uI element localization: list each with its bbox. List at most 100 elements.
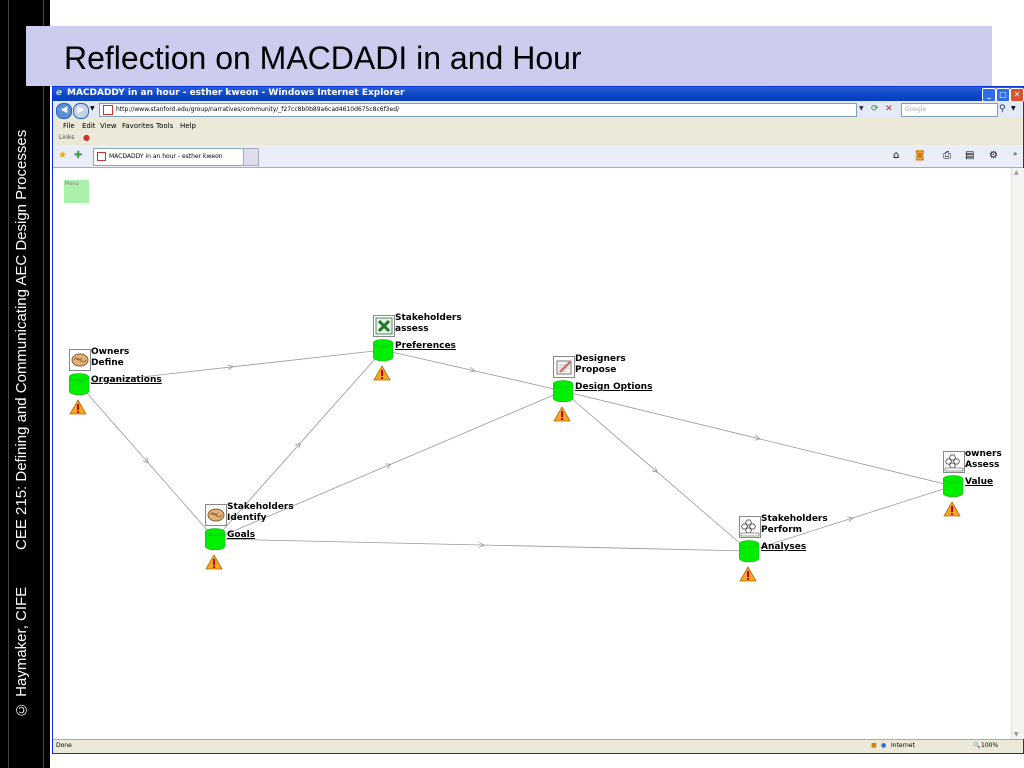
history-dropdown-icon[interactable]: ▼	[90, 105, 95, 112]
edge-arrow-icon	[651, 466, 659, 473]
address-dropdown-icon[interactable]: ▼	[859, 105, 864, 112]
edge-design-options-to-value	[562, 390, 954, 487]
warning-icon[interactable]	[739, 566, 757, 582]
node-actor-label: Designers	[575, 354, 626, 364]
node-actor-label: Stakeholders	[395, 313, 462, 323]
database-cylinder-icon[interactable]	[205, 528, 225, 550]
favorites-star-icon[interactable]: ★	[58, 150, 67, 161]
warning-icon[interactable]	[373, 365, 391, 381]
new-tab-button[interactable]	[243, 148, 259, 166]
database-cylinder-icon[interactable]	[373, 339, 393, 361]
edge-arrow-icon	[385, 463, 392, 469]
status-bar: Done ■ ● Internet 🔍 100%	[53, 739, 1023, 753]
search-icon[interactable]: ⚲	[999, 104, 1006, 114]
print-icon[interactable]: ⎙	[943, 150, 951, 161]
zoom-icon: 🔍	[973, 742, 981, 749]
node-link-goals[interactable]: Goals	[227, 530, 256, 540]
page-menu-button[interactable]: Menu	[64, 180, 89, 203]
edge-arrow-icon	[142, 457, 149, 464]
brain-icon[interactable]	[205, 504, 227, 526]
links-favicon-icon[interactable]: ●	[83, 133, 90, 142]
brain-icon[interactable]	[69, 349, 91, 371]
maximize-button[interactable]: □	[996, 88, 1010, 102]
warning-icon[interactable]	[205, 554, 223, 570]
node-link-analyses[interactable]: Analyses	[761, 542, 807, 552]
slide-sidebar: CEE 215: Defining and Communicating AEC …	[0, 0, 50, 768]
menu-file[interactable]: File	[63, 122, 75, 130]
edge-preferences-to-design-options	[382, 349, 564, 392]
close-button[interactable]: ✕	[1010, 88, 1024, 102]
scroll-down-icon[interactable]: ▼	[1014, 731, 1019, 738]
course-title-vertical: CEE 215: Defining and Communicating AEC …	[13, 129, 30, 550]
page-menu-icon[interactable]: ▤	[965, 150, 975, 161]
zoom-level[interactable]: 100%	[981, 742, 999, 749]
edge-arrow-icon	[469, 367, 476, 373]
window-title: MACDADDY in an hour - esther kweon - Win…	[67, 88, 405, 98]
database-cylinder-icon[interactable]	[69, 373, 89, 395]
edge-arrow-icon	[847, 516, 854, 523]
edge-arrow-icon	[227, 364, 234, 371]
slide-title: Reflection on MACDADI in and Hour	[64, 40, 582, 76]
links-label[interactable]: Links	[59, 134, 75, 141]
status-text: Done	[56, 742, 72, 749]
credit-vertical: © Haymaker, CIFE	[13, 586, 30, 718]
node-action-label: assess	[395, 324, 429, 334]
home-icon[interactable]: ⌂	[893, 150, 900, 161]
node-actor-label: owners	[965, 449, 1002, 459]
node-action-label: Propose	[575, 365, 617, 375]
toolbar-overflow-icon[interactable]: »	[1013, 150, 1018, 158]
address-url: http://www.stanford.edu/group/narratives…	[116, 106, 400, 113]
menu-favorites[interactable]: Favorites	[122, 122, 154, 130]
warning-icon[interactable]	[69, 399, 87, 415]
node-actor-label: Stakeholders	[761, 514, 828, 524]
menu-tools[interactable]: Tools	[156, 122, 174, 130]
address-input[interactable]: http://www.stanford.edu/group/narratives…	[99, 103, 857, 117]
warning-icon[interactable]	[553, 406, 571, 422]
forward-button[interactable]: ▶	[73, 103, 89, 119]
back-button[interactable]: ◀	[56, 103, 72, 119]
tools-menu-icon[interactable]: ⚙	[989, 150, 998, 161]
minimize-button[interactable]: _	[982, 88, 996, 102]
database-cylinder-icon[interactable]	[739, 540, 759, 562]
page-favicon-icon	[103, 104, 113, 115]
search-input[interactable]: Google	[901, 103, 998, 117]
edge-arrow-icon	[754, 435, 761, 441]
address-bar-row: ◀ ▶ ▼ http://www.stanford.edu/group/narr…	[53, 101, 1023, 119]
vertical-scrollbar[interactable]: ▲ ▼	[1011, 168, 1024, 739]
node-action-label: Assess	[965, 460, 1000, 470]
menu-view[interactable]: View	[100, 122, 117, 130]
tab-title: MACDADDY in an hour - esther kweon	[109, 153, 223, 160]
warning-icon[interactable]	[943, 501, 961, 517]
spreadsheet-icon[interactable]	[373, 315, 395, 337]
scroll-up-icon[interactable]: ▲	[1014, 169, 1019, 176]
add-favorite-icon[interactable]: ✚	[74, 150, 83, 161]
tab-favicon-icon	[97, 152, 106, 161]
database-cylinder-icon[interactable]	[553, 380, 573, 402]
stop-icon[interactable]: ✕	[885, 104, 893, 114]
menu-help[interactable]: Help	[180, 122, 196, 130]
edge-goals-to-analyses	[214, 538, 750, 552]
macdadi-network-icon[interactable]	[739, 516, 761, 538]
node-link-organizations[interactable]: Organizations	[91, 375, 162, 385]
slide-title-band	[26, 26, 992, 86]
favorites-tab-bar: ★ ✚ MACDADDY in an hour - esther kweon ⌂…	[53, 145, 1023, 168]
node-actor-label: Stakeholders	[227, 502, 294, 512]
node-link-preferences[interactable]: Preferences	[395, 341, 456, 351]
refresh-icon[interactable]: ⟳	[871, 104, 879, 114]
database-cylinder-icon[interactable]	[943, 475, 963, 497]
search-options-icon[interactable]: ▼	[1011, 105, 1016, 112]
node-link-design-options[interactable]: Design Options	[575, 382, 653, 392]
feeds-icon[interactable]: ◙	[915, 150, 925, 161]
menu-edit[interactable]: Edit	[82, 122, 96, 130]
process-diagram	[78, 349, 954, 552]
node-link-value[interactable]: Value	[965, 477, 994, 487]
internet-zone-icon: ●	[881, 742, 887, 749]
macdadi-network-icon[interactable]	[943, 451, 965, 473]
notepad-pencil-icon[interactable]	[553, 356, 575, 378]
protected-mode-icon: ■	[871, 742, 877, 749]
slide-sidebar-frame	[8, 0, 44, 768]
security-zone[interactable]: Internet	[891, 742, 915, 749]
tab-active[interactable]: MACDADDY in an hour - esther kweon	[93, 148, 245, 166]
edge-analyses-to-value	[748, 485, 954, 552]
